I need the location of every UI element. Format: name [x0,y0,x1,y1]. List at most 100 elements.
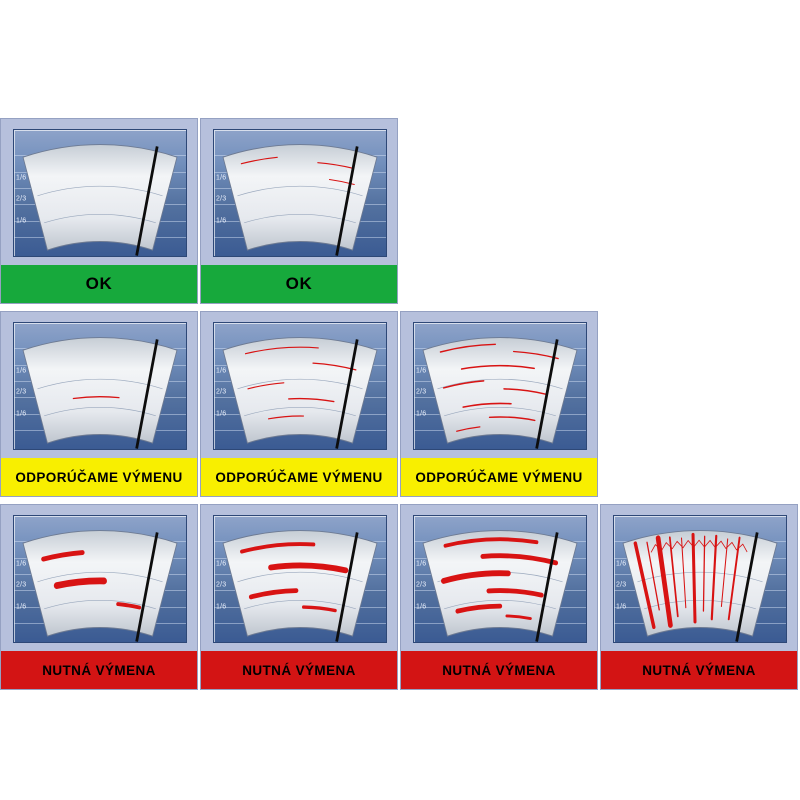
wipe-arc-line [244,599,356,610]
vertical-smear [691,532,697,624]
scale-label: 2/3 [216,195,227,203]
wear-streak [441,570,511,584]
wear-streak [456,426,481,432]
wear-streak [512,350,559,360]
status-label: OK [1,265,197,303]
vertical-smear [720,538,729,608]
windshield-fan [22,144,178,251]
windshield-illustration [422,337,578,449]
wear-streak [41,550,85,562]
wear-streak [443,537,539,548]
wipe-arc-line [444,406,556,417]
wiper-blade [335,146,359,256]
status-label: ODPORÚČAME VÝMENU [201,458,397,496]
panel-frame: 1/6 2/3 1/6 [201,505,397,651]
windshield-illustration [622,530,778,642]
wiper-blade [535,532,559,642]
scale-label: 1/6 [616,560,627,568]
scale-label: 1/6 [216,217,227,225]
vertical-smear [668,536,679,618]
scale-label: 1/6 [16,410,27,418]
windshield-fan [22,337,178,444]
wear-streak [72,396,120,400]
chatter-scribble [650,539,748,553]
panel-frame: 1/6 2/3 1/6 [201,119,397,265]
vertical-smear [633,541,656,630]
panel-frame: 1/6 2/3 1/6 [1,119,197,265]
wear-streak [268,562,349,574]
wear-streak [455,603,503,614]
wiper-blade [335,339,359,449]
wear-streak [328,179,355,185]
wiper-cell: 1/6 2/3 1/6 ODPORÚČAME VÝMENU [0,311,198,497]
scale-label: 1/6 [216,410,227,418]
status-label: NUTNÁ VÝMENA [601,651,797,689]
scale-label: 1/6 [216,367,227,375]
scale-label: 2/3 [16,195,27,203]
scale-label: 1/6 [216,603,227,611]
scale-label: 1/6 [216,560,227,568]
windshield-fan [222,337,378,444]
scale-label: 1/6 [416,603,427,611]
scale-label: 1/6 [16,603,27,611]
wear-streak [460,364,535,370]
scale-label: 2/3 [16,388,27,396]
scale-label: 1/6 [216,174,227,182]
wear-streak [505,614,532,620]
wear-streak [116,602,142,610]
wear-streak [288,397,335,403]
wipe-arc-line [244,406,356,417]
vertical-smear [655,535,673,628]
scale-label: 1/6 [416,560,427,568]
panel: 1/6 2/3 1/6 [213,515,387,643]
windshield-illustration [22,144,178,256]
vertical-smear [702,535,706,612]
status-label: NUTNÁ VÝMENA [401,651,597,689]
wear-streak [462,402,512,408]
scale-label: 1/6 [16,367,27,375]
wiper-blade [735,532,759,642]
wiper-cell: 1/6 2/3 1/6 OK [0,118,198,304]
wear-streak [268,415,305,420]
vertical-smear [680,537,687,609]
vertical-smear [646,541,660,611]
wear-streak [248,588,299,600]
wipe-arc-line [44,213,156,224]
scale-label: 2/3 [216,581,227,589]
wear-streak [312,362,357,371]
windshield-illustration [22,337,178,449]
wear-streak [488,416,536,422]
wipe-arc-line [44,599,156,610]
status-label: ODPORÚČAME VÝMENU [1,458,197,496]
scale-label: 2/3 [616,581,627,589]
wear-streak [442,380,485,389]
wiper-wear-guide: 1/6 2/3 1/6 OK 1/6 2/3 1/6 OK 1/6 2/3 1/6 ODPO… [0,118,800,697]
wear-streak [439,343,497,353]
panel-frame: 1/6 2/3 1/6 [1,312,197,458]
vertical-smear [727,536,741,621]
scale-label: 1/6 [16,174,27,182]
wiper-blade [135,532,159,642]
scale-label: 1/6 [416,410,427,418]
wear-streak [247,382,285,390]
vertical-smear [710,534,718,621]
scale-label: 1/6 [16,217,27,225]
status-label: NUTNÁ VÝMENA [201,651,397,689]
windshield-illustration [422,530,578,642]
scale-label: 2/3 [16,581,27,589]
panel: 1/6 2/3 1/6 [13,322,187,450]
wiper-blade [135,339,159,449]
